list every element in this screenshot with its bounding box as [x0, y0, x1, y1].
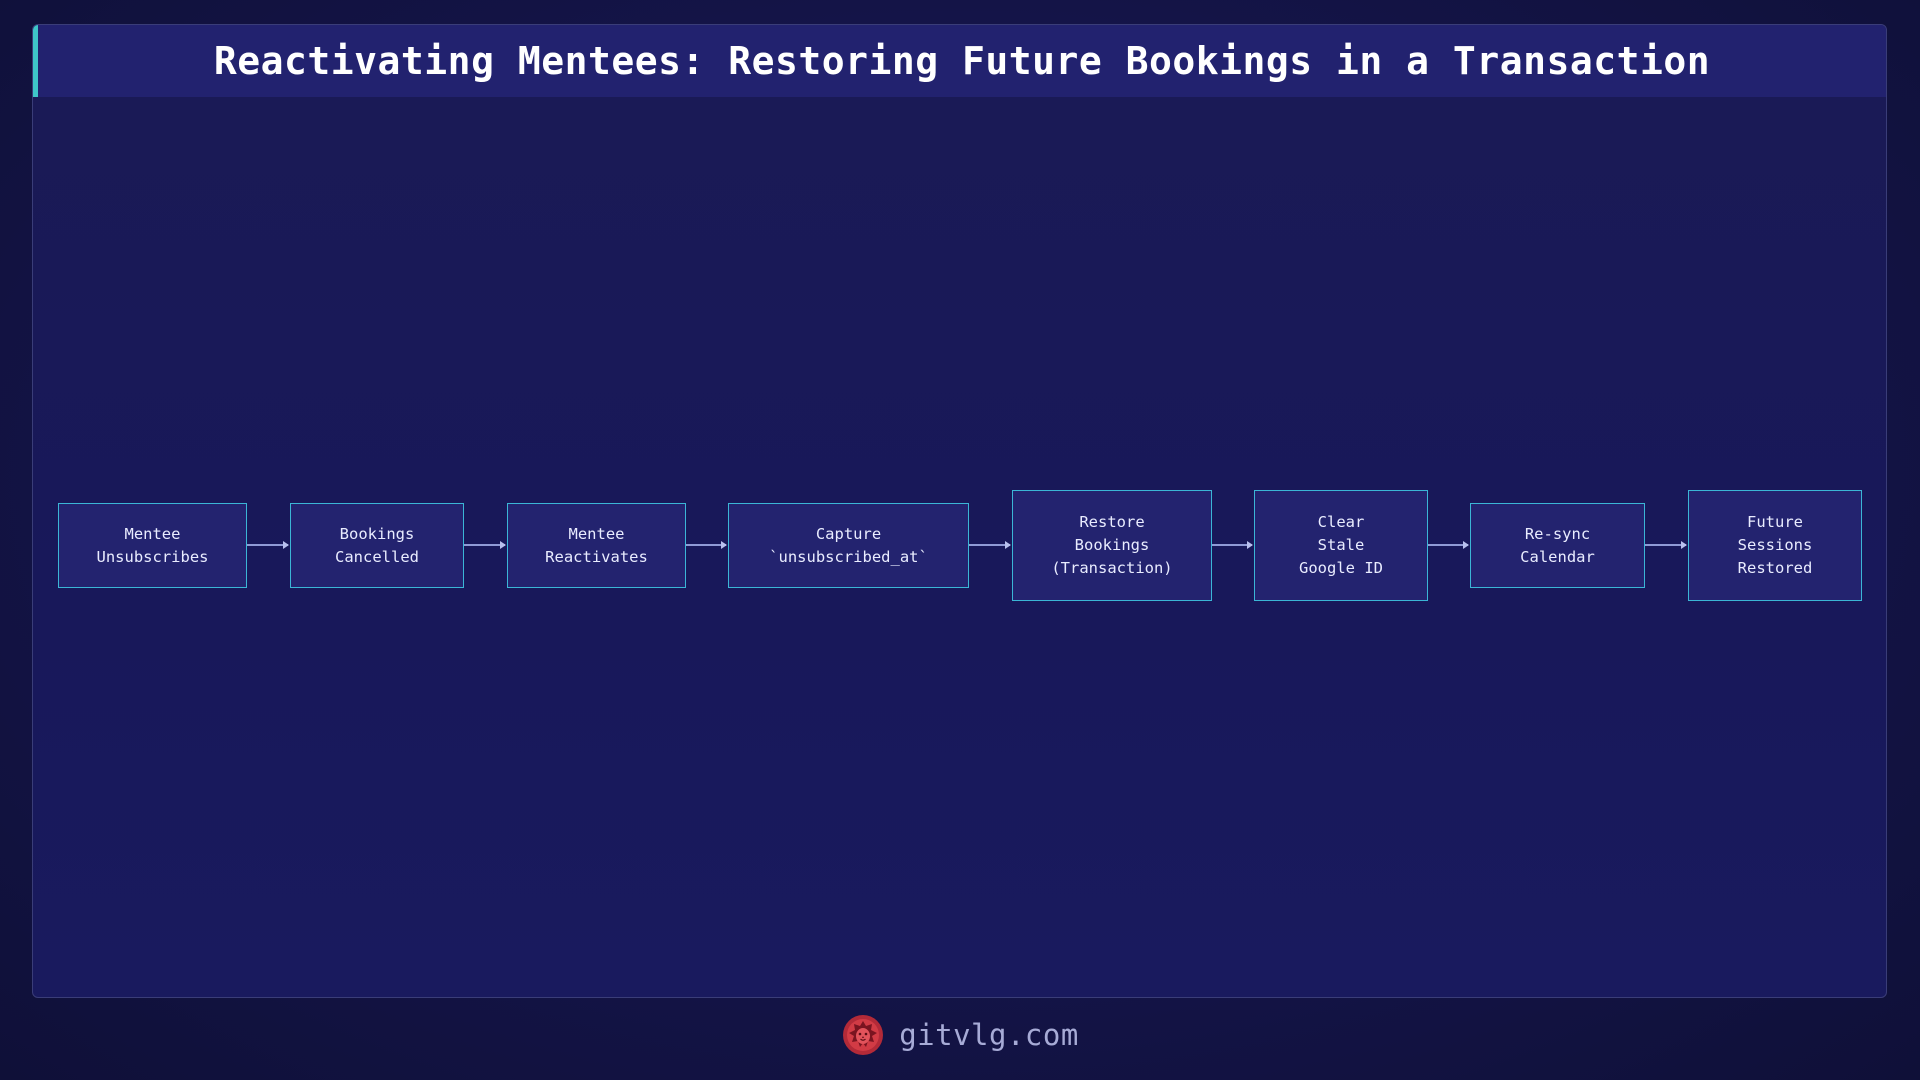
- diagram-frame: Reactivating Mentees: Restoring Future B…: [32, 24, 1887, 998]
- footer: gitvlg.com: [0, 1010, 1920, 1060]
- lion-head-icon: [843, 1015, 884, 1055]
- title-bar: Reactivating Mentees: Restoring Future B…: [33, 25, 1886, 97]
- page-title: Reactivating Mentees: Restoring Future B…: [213, 39, 1711, 83]
- site-url: gitvlg.com: [899, 1018, 1079, 1052]
